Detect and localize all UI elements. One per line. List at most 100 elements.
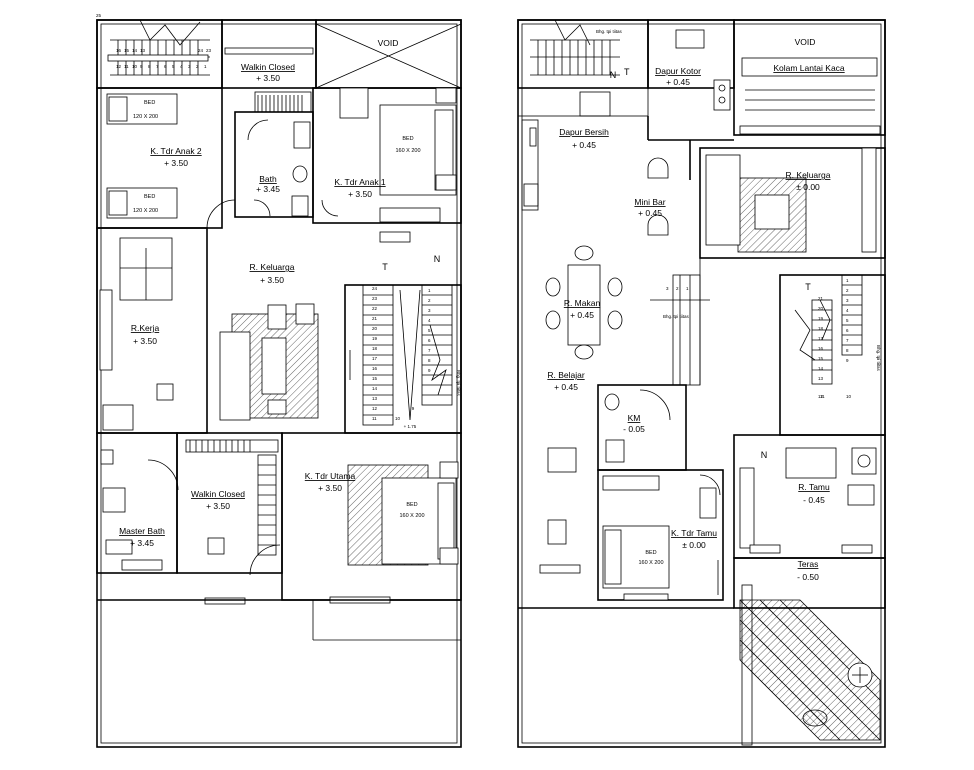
svg-text:5: 5 (428, 328, 431, 333)
svg-text:4: 4 (180, 64, 183, 69)
room-name-keluarga-upper: R. Keluarga (250, 262, 295, 272)
svg-text:7: 7 (428, 348, 431, 353)
svg-text:10: 10 (846, 394, 852, 399)
svg-text:17: 17 (818, 336, 824, 341)
bed-label-3: BED (402, 136, 413, 142)
svg-text:12: 12 (116, 64, 122, 69)
svg-text:22: 22 (372, 306, 378, 311)
svg-text:3: 3 (188, 64, 191, 69)
room-name-keluarga-lower: R. Keluarga (786, 170, 831, 180)
room-name-belajar: R. Belajar (547, 370, 584, 380)
upper-stair-north-mark: N (434, 254, 441, 264)
upper-stair-top-mark: T (382, 262, 388, 272)
entry-steps (739, 584, 881, 746)
void-label-lower: VOID (795, 37, 816, 47)
bed-label-1: BED (144, 100, 155, 106)
svg-text:12: 12 (372, 406, 378, 411)
svg-text:10: 10 (132, 64, 138, 69)
room-level-anak1: + 3.50 (348, 189, 372, 199)
lower-main-stair (794, 274, 863, 385)
svg-text:16: 16 (818, 346, 824, 351)
room-name-dapur-kotor: Dapur Kotor (655, 66, 701, 76)
svg-text:3: 3 (428, 308, 431, 313)
upper-top-stair-numbers: 16 15 14 13 12 11 10 9 8 7 6 5 4 3 2 1 2… (116, 48, 212, 69)
dining-table (567, 264, 601, 346)
svg-text:14: 14 (818, 366, 824, 371)
svg-text:6: 6 (846, 328, 849, 333)
svg-text:17: 17 (372, 356, 378, 361)
svg-text:8: 8 (846, 348, 849, 353)
small-stair-3: 3 (666, 286, 669, 291)
svg-text:19: 19 (818, 316, 824, 321)
svg-text:19: 19 (372, 336, 378, 341)
lower-stair-note: Bhg. tpi tiitas (876, 345, 881, 372)
upper-main-stair (349, 284, 453, 426)
upper-top-stair (107, 19, 210, 76)
svg-text:7: 7 (156, 64, 159, 69)
room-name-tamu: R. Tamu (798, 482, 830, 492)
small-stair-note: Bhg. tpi tiitas (663, 314, 690, 319)
bed-label-4: BED (406, 502, 417, 508)
svg-text:2: 2 (846, 288, 849, 293)
room-name-mini-bar: Mini Bar (634, 197, 665, 207)
upper-stair-bottom: 9 (412, 406, 415, 411)
svg-text:16: 16 (116, 48, 122, 53)
svg-text:6: 6 (428, 338, 431, 343)
lower-top-stair-t: T (624, 67, 630, 77)
room-level-teras: - 0.50 (797, 572, 819, 582)
room-level-tdr-utama: + 3.50 (318, 483, 342, 493)
room-level-walkin-closed-top: + 3.50 (256, 73, 280, 83)
room-level-kerja: + 3.50 (133, 336, 157, 346)
room-level-anak2: + 3.50 (164, 158, 188, 168)
svg-text:18: 18 (372, 346, 378, 351)
svg-text:11: 11 (820, 394, 825, 399)
room-name-makan: R. Makan (564, 298, 601, 308)
svg-text:5: 5 (846, 318, 849, 323)
svg-text:14: 14 (132, 48, 138, 53)
svg-text:1: 1 (428, 288, 431, 293)
svg-text:23: 23 (372, 296, 378, 301)
room-name-master-bath: Master Bath (119, 526, 165, 536)
lower-stair-numbers: 21 20 19 18 17 16 15 14 13 12 11 1 2 3 4… (818, 278, 852, 399)
svg-text:20: 20 (372, 326, 378, 331)
svg-text:12: 12 (818, 394, 824, 399)
bed-label-2: BED (144, 194, 155, 200)
svg-text:9: 9 (846, 358, 849, 363)
svg-text:16: 16 (372, 366, 378, 371)
svg-text:11: 11 (124, 64, 129, 69)
upper-stair-level: + 1.75 (404, 424, 417, 429)
lower-floor-labels: VOID Kolam Lantai Kaca Dapur Kotor + 0.4… (547, 29, 881, 582)
svg-text:13: 13 (818, 376, 824, 381)
bed-size-2: 120 X 200 (133, 208, 158, 214)
bed-size-3: 160 X 200 (395, 148, 420, 154)
room-name-walkin-closed-lower: Walkin Closed (191, 489, 245, 499)
svg-text:4: 4 (846, 308, 849, 313)
svg-text:8: 8 (428, 358, 431, 363)
svg-text:9: 9 (428, 368, 431, 373)
room-level-makan: + 0.45 (570, 310, 594, 320)
small-stair-2: 2 (676, 286, 679, 291)
svg-text:13: 13 (372, 396, 378, 401)
svg-text:5: 5 (172, 64, 175, 69)
room-level-tdr-tamu: ± 0.00 (682, 540, 706, 550)
lower-top-stair (530, 19, 620, 76)
room-name-anak1: K. Tdr Anak 1 (334, 177, 386, 187)
svg-text:13: 13 (140, 48, 146, 53)
room-name-tdr-tamu: K. Tdr Tamu (671, 528, 717, 538)
room-name-bath: Bath (259, 174, 277, 184)
small-stair-1: 1 (686, 286, 689, 291)
room-name-anak2: K. Tdr Anak 2 (150, 146, 202, 156)
svg-text:1: 1 (846, 278, 849, 283)
room-level-master-bath: + 3.45 (130, 538, 154, 548)
svg-text:11: 11 (372, 416, 377, 421)
room-level-keluarga-upper: + 3.50 (260, 275, 284, 285)
room-level-dapur-bersih: + 0.45 (572, 140, 596, 150)
room-name-dapur-bersih: Dapur Bersih (559, 127, 609, 137)
bed-guest-label: BED (645, 550, 656, 556)
svg-text:18: 18 (818, 326, 824, 331)
room-level-belajar: + 0.45 (554, 382, 578, 392)
room-level-tamu: - 0.45 (803, 495, 825, 505)
room-level-bath: + 3.45 (256, 184, 280, 194)
lower-stair-top-mark: T (805, 282, 811, 292)
upper-floor-labels: 25 Walkin Closed + 3.50 VOID BED 120 X 2… (96, 13, 461, 548)
